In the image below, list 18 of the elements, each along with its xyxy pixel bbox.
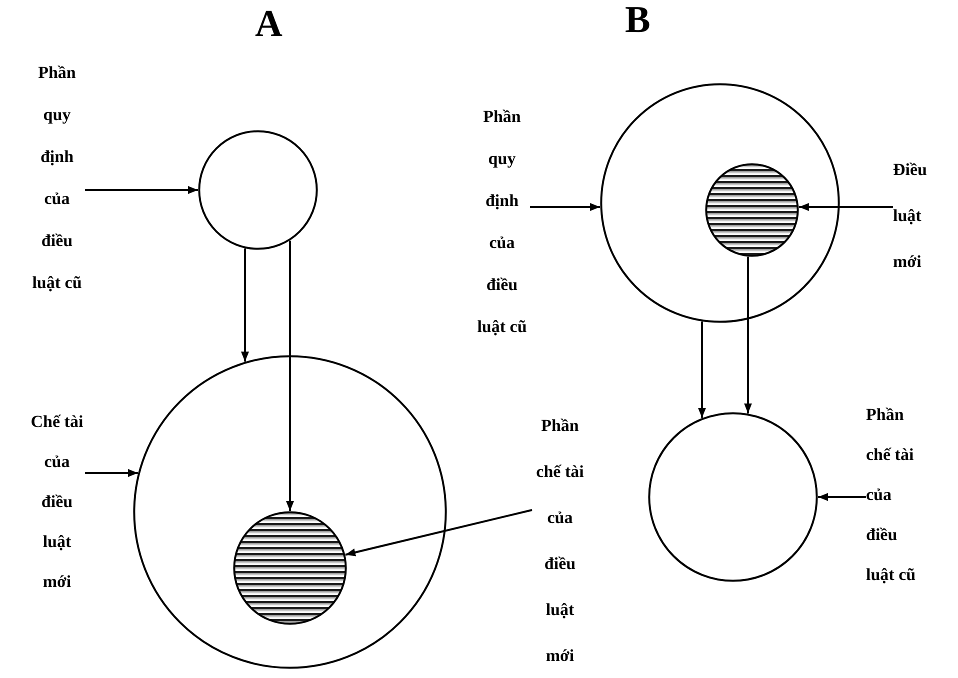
arrow	[798, 203, 893, 211]
arrow	[241, 248, 249, 362]
arrow	[744, 256, 752, 414]
circle-label: Phần quy định của điều luật cũ	[31, 62, 83, 294]
panel-letter: B	[625, 0, 650, 42]
panel-letter: A	[255, 2, 282, 46]
arrow	[85, 186, 198, 194]
arrow	[345, 509, 532, 556]
arrow	[286, 240, 294, 511]
arrow	[530, 203, 600, 211]
circle-label: Chế tài của điều luật mới	[30, 411, 84, 593]
circle-label: Điều luật mới	[893, 159, 928, 273]
circle-label: Phần chế tài của điều luật mới	[535, 415, 585, 667]
arrow	[818, 493, 866, 501]
arrow	[85, 469, 138, 477]
arrow	[698, 322, 706, 418]
circle-label: Phần chế tài của điều luật cũ	[866, 404, 917, 586]
circle-label: Phần quy định của điều luật cũ	[476, 106, 528, 338]
